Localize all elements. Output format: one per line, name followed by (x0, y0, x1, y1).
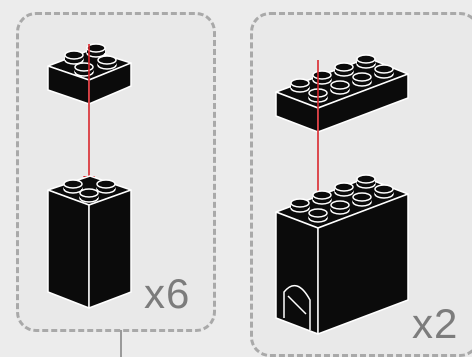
quantity-label-step-1: x6 (144, 270, 191, 317)
quantity-label-step-2: x2 (412, 300, 459, 347)
brick-1x2-tall (47, 175, 132, 309)
panel-connector-line (120, 330, 122, 357)
plate-2x2 (47, 43, 132, 105)
arch-brick-2x4 (275, 174, 409, 335)
plate-2x4 (275, 54, 409, 133)
